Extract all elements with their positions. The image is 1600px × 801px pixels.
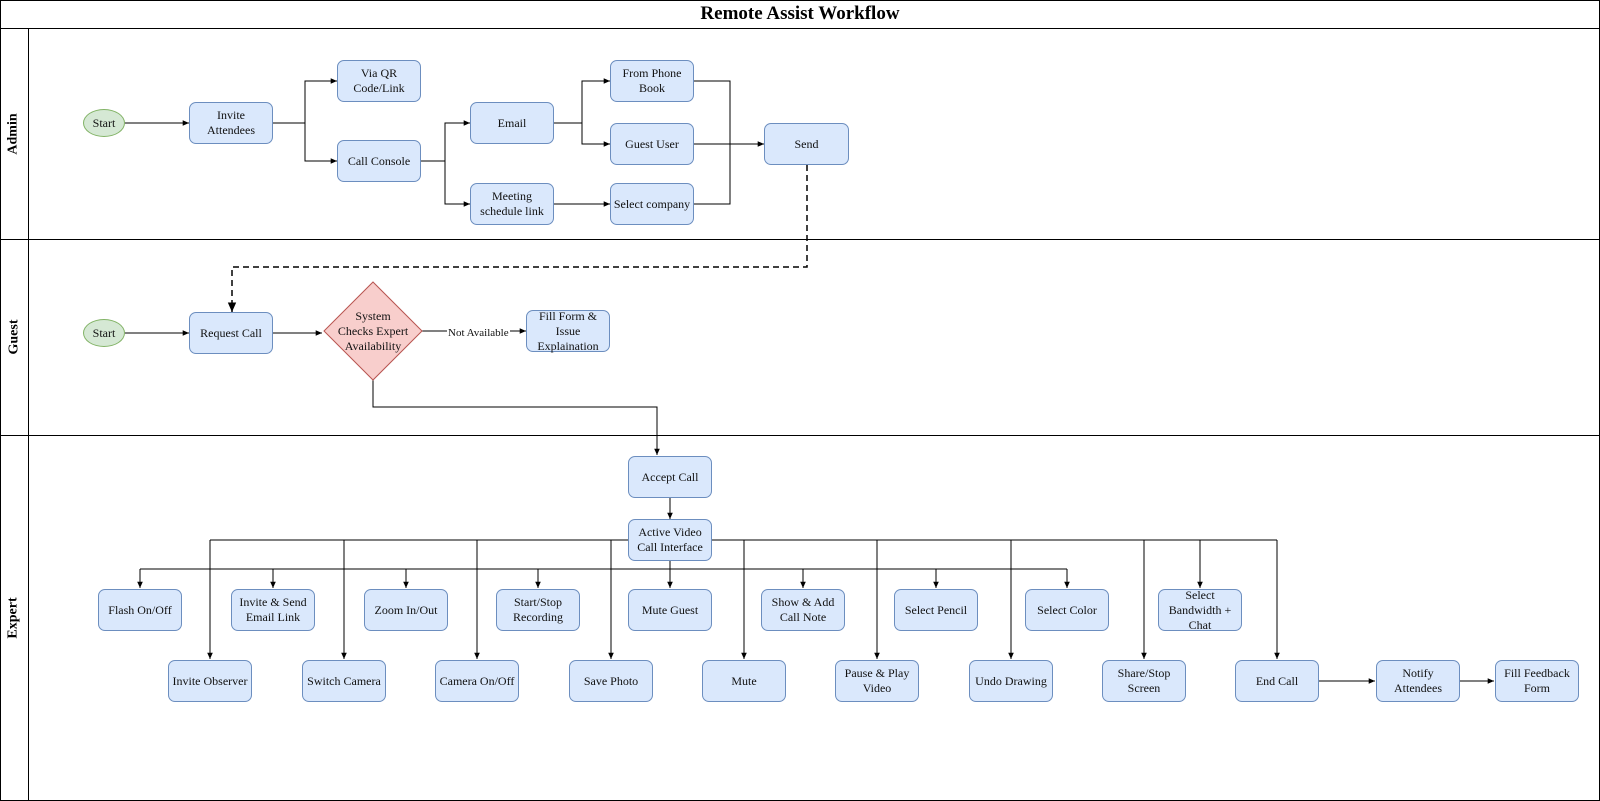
edge-console-meeting [444,161,470,207]
call-note-node[interactable]: Show & Add Call Note [761,589,845,631]
edge-email-guestuser [581,123,610,147]
edge-invite-qr [273,78,337,124]
edge-email-phonebook [554,78,610,124]
accept-call-node[interactable]: Accept Call [628,456,712,498]
lane-guest-label: Guest [6,319,21,355]
connectors [125,78,1494,684]
diagram-title: Remote Assist Workflow [700,3,900,24]
camera-onoff-node[interactable]: Camera On/Off [435,660,519,702]
meeting-schedule-link-node[interactable]: Meeting schedule link [470,183,554,225]
admin-start-node[interactable]: Start [83,109,125,137]
system-check-decision[interactable]: System Checks Expert Availability [337,308,409,353]
flash-node[interactable]: Flash On/Off [98,589,182,631]
share-screen-node[interactable]: Share/Stop Screen [1102,660,1186,702]
invite-send-email-node[interactable]: Invite & Send Email Link [231,589,315,631]
select-company-node[interactable]: Select company [610,183,694,225]
invite-observer-node[interactable]: Invite Observer [168,660,252,702]
phone-book-node[interactable]: From Phone Book [610,60,694,102]
edge-phonebook-merge [694,80,731,205]
recording-node[interactable]: Start/Stop Recording [496,589,580,631]
pause-play-node[interactable]: Pause & Play Video [835,660,919,702]
lane-expert-label: Expert [6,597,21,639]
guest-user-node[interactable]: Guest User [610,123,694,165]
end-call-node[interactable]: End Call [1235,660,1319,702]
invite-attendees-node[interactable]: Invite Attendees [189,102,273,144]
call-console-node[interactable]: Call Console [337,140,421,182]
mute-node[interactable]: Mute [702,660,786,702]
request-call-node[interactable]: Request Call [189,312,273,354]
lane-guest: Guest [0,239,28,435]
lane-admin: Admin [0,28,28,239]
decision-shape [323,281,423,381]
edge-check-accept [372,380,660,455]
mute-guest-node[interactable]: Mute Guest [628,589,712,631]
edge-send-request [227,165,808,312]
send-node[interactable]: Send [764,123,849,165]
edge-invite-console [304,123,337,164]
undo-drawing-node[interactable]: Undo Drawing [969,660,1053,702]
select-color-node[interactable]: Select Color [1025,589,1109,631]
edge-console-email [421,120,470,162]
switch-camera-node[interactable]: Switch Camera [302,660,386,702]
email-node[interactable]: Email [470,102,554,144]
zoom-node[interactable]: Zoom In/Out [364,589,448,631]
save-photo-node[interactable]: Save Photo [569,660,653,702]
lane-expert: Expert [0,435,28,801]
fill-form-node[interactable]: Fill Form & Issue Explaination [526,309,610,353]
feedback-form-node[interactable]: Fill Feedback Form [1495,660,1579,702]
via-qr-node[interactable]: Via QR Code/Link [337,60,421,102]
notify-attendees-node[interactable]: Notify Attendees [1376,660,1460,702]
bandwidth-chat-node[interactable]: Select Bandwidth + Chat [1158,588,1242,632]
select-pencil-node[interactable]: Select Pencil [894,589,978,631]
active-video-call-node[interactable]: Active Video Call Interface [628,519,712,561]
not-available-label: Not Available [447,327,510,339]
guest-start-node[interactable]: Start [83,319,125,347]
lane-admin-label: Admin [6,112,22,155]
